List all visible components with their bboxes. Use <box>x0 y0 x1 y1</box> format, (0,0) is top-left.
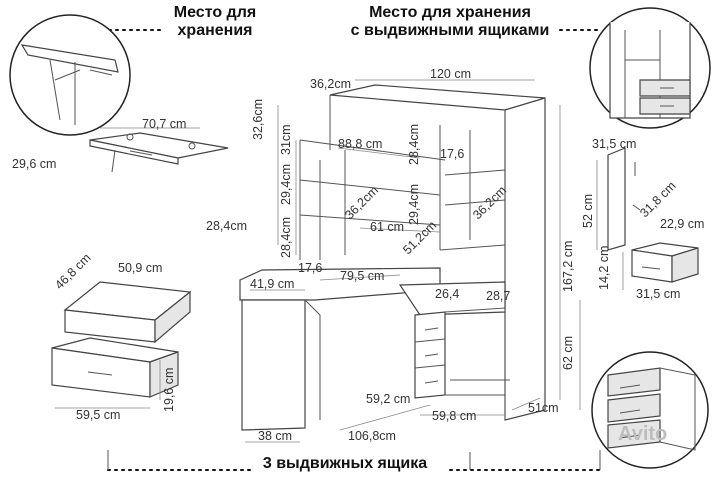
label-59-5: 59,5 cm <box>76 408 120 422</box>
drawer-closed-bottom <box>51 337 179 398</box>
label-50-9: 50,9 cm <box>118 261 162 275</box>
label-29-4-b: 29,4cm <box>407 184 421 225</box>
label-14-2: 14,2 cm <box>597 246 611 290</box>
caption-line: с выдвижными ящиками <box>351 22 550 39</box>
label-26-4: 26,4 <box>435 287 459 301</box>
label-120: 120 cm <box>430 67 471 81</box>
label-31-5-b: 31,5 cm <box>636 287 680 301</box>
label-28-7: 28,7 <box>486 289 510 303</box>
label-41-9: 41,9 cm <box>250 277 294 291</box>
label-88-8: 88,8 cm <box>338 137 382 151</box>
label-17-6-b: 17,6 <box>298 261 322 275</box>
label-79-5: 79,5 cm <box>340 269 384 283</box>
caption-line: Место для хранения <box>369 4 531 21</box>
label-36-2-top: 36,2cm <box>310 77 351 91</box>
label-28-4-h: 28,4cm <box>206 219 247 233</box>
detail-circle-three-drawers <box>591 351 709 469</box>
caption-three-drawers: 3 выдвижных ящика <box>263 455 427 472</box>
label-31: 31cm <box>279 124 293 155</box>
caption-line: хранения <box>178 22 253 39</box>
label-52: 52 cm <box>581 194 595 228</box>
label-31-5-a: 31,5 cm <box>592 137 636 151</box>
label-106-8: 106,8cm <box>348 429 396 443</box>
label-167-2: 167,2 cm <box>561 241 575 292</box>
label-19-6: 19,6 cm <box>162 368 176 412</box>
label-22-9: 22,9 cm <box>660 217 704 231</box>
label-59-8: 59,8 cm <box>432 409 476 423</box>
label-62: 62 cm <box>561 336 575 370</box>
detail-circle-storage <box>9 14 131 136</box>
detail-circle-drawers <box>589 7 711 129</box>
wall-shelf <box>89 132 229 173</box>
label-29-6: 29,6 cm <box>12 157 56 171</box>
label-61: 61 cm <box>370 220 404 234</box>
side-cabinet-door <box>607 147 641 251</box>
bottom-three-drawers-arrow <box>107 450 601 471</box>
label-17-6-a: 17,6 <box>440 147 464 161</box>
label-32-6: 32,6cm <box>251 99 265 140</box>
drawer-open-top <box>63 281 192 344</box>
small-drawer <box>631 242 699 283</box>
label-29-4-a: 29,4cm <box>279 164 293 205</box>
watermark-avito: Avito <box>618 423 667 445</box>
dimension-lines <box>245 79 581 443</box>
label-31-8: 31,8 cm <box>637 179 678 220</box>
label-46-8: 46,8 cm <box>52 251 93 292</box>
caption-line: Место для <box>174 4 256 21</box>
label-28-4-v: 28,4cm <box>407 124 421 165</box>
label-36-2-b: 36,2cm <box>342 183 381 222</box>
label-51: 51cm <box>528 401 559 415</box>
label-70-7: 70,7 cm <box>142 117 186 131</box>
label-38: 38 cm <box>258 429 292 443</box>
label-28-4-v2: 28,4cm <box>279 217 293 258</box>
label-59-2: 59,2 cm <box>366 392 410 406</box>
